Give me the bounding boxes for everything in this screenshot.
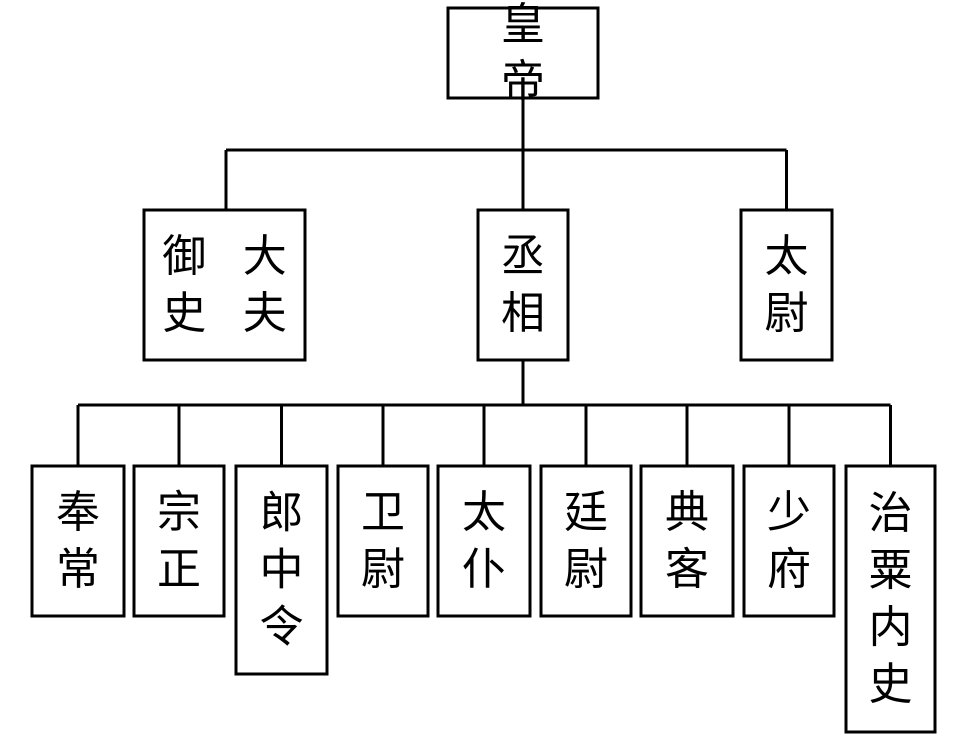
node-weiwei: 卫尉卫尉 — [336, 464, 430, 618]
node-chengxiang: 丞相丞相 — [476, 208, 570, 362]
node-label-char: 太 — [462, 487, 506, 538]
node-label-char: 府 — [767, 544, 811, 595]
node-label-char: 中 — [260, 545, 304, 596]
node-label-char: 帝 — [501, 56, 545, 107]
org-nodes: 皇帝皇帝大夫御史御史大夫丞相丞相太尉太尉奉常奉常宗正宗正郎中令郎中令卫尉卫尉太仆… — [30, 0, 937, 734]
node-label-char: 相 — [501, 288, 545, 339]
node-label-char: 治 — [869, 488, 913, 539]
node-box-emperor — [446, 6, 600, 100]
node-label-char: 廷 — [564, 487, 608, 538]
node-label-char: 郎 — [260, 488, 304, 539]
node-fengchang: 奉常奉常 — [30, 464, 126, 618]
node-box-weiwei — [336, 464, 430, 618]
node-taipu: 太仆太仆 — [436, 464, 532, 618]
node-label-char: 丞 — [501, 231, 545, 282]
node-zongzheng: 宗正宗正 — [132, 464, 226, 618]
node-label-char: 尉 — [765, 288, 809, 339]
node-box-dianke — [639, 464, 735, 618]
node-label-char: 史 — [162, 288, 206, 339]
node-label-char: 令 — [260, 602, 304, 653]
node-label-char: 大 — [243, 231, 287, 282]
node-box-taiwei — [739, 208, 834, 362]
node-shaofu: 少府少府 — [742, 464, 836, 618]
node-label-char: 太 — [765, 231, 809, 282]
node-zhisu-neishi: 治粟内史治粟内史 — [844, 464, 937, 734]
node-box-shaofu — [742, 464, 836, 618]
node-label-char: 夫 — [243, 288, 287, 339]
node-box-tingwei — [539, 464, 633, 618]
node-label-char: 皇 — [501, 0, 545, 50]
node-label-char: 尉 — [361, 544, 405, 595]
node-langzhongling: 郎中令郎中令 — [234, 464, 329, 676]
node-box-taipu — [436, 464, 532, 618]
node-box-fengchang — [30, 464, 126, 618]
node-box-chengxiang — [476, 208, 570, 362]
node-label-char: 尉 — [564, 544, 608, 595]
node-label-char: 内 — [869, 602, 913, 653]
node-label-char: 史 — [869, 659, 913, 710]
node-box-yushi-dafu — [142, 208, 307, 362]
node-label-char: 御 — [162, 231, 206, 282]
node-box-zhisu-neishi — [844, 464, 937, 734]
node-tingwei: 廷尉廷尉 — [539, 464, 633, 618]
node-emperor: 皇帝皇帝 — [446, 0, 600, 107]
node-taiwei: 太尉太尉 — [739, 208, 834, 362]
node-label-char: 粟 — [869, 545, 913, 596]
node-label-char: 典 — [665, 487, 709, 538]
node-label-char: 奉 — [56, 487, 100, 538]
node-label-char: 卫 — [361, 487, 405, 538]
node-label-char: 常 — [56, 544, 100, 595]
node-yushi-dafu: 大夫御史御史大夫 — [142, 208, 307, 362]
node-box-langzhongling — [234, 464, 329, 676]
node-label-char: 少 — [767, 487, 811, 538]
node-label-char: 正 — [157, 544, 201, 595]
node-label-char: 仆 — [462, 544, 506, 595]
node-box-zongzheng — [132, 464, 226, 618]
node-label-char: 客 — [665, 544, 709, 595]
node-dianke: 典客典客 — [639, 464, 735, 618]
connector-lines — [76, 98, 892, 466]
node-label-char: 宗 — [157, 487, 201, 538]
